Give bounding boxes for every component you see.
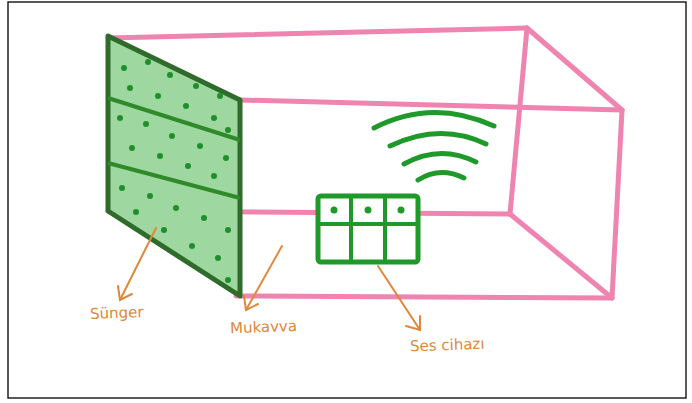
frame <box>8 2 686 398</box>
sound-device <box>318 196 418 262</box>
cardboard-label: Mukavva <box>230 317 298 337</box>
device-label: Ses cihazı <box>410 335 485 356</box>
sponge-label: Sünger <box>90 303 144 323</box>
sound-waves <box>374 112 494 180</box>
cardboard-box <box>108 28 622 298</box>
sponge-panel <box>108 36 240 296</box>
leader-lines <box>118 228 420 330</box>
